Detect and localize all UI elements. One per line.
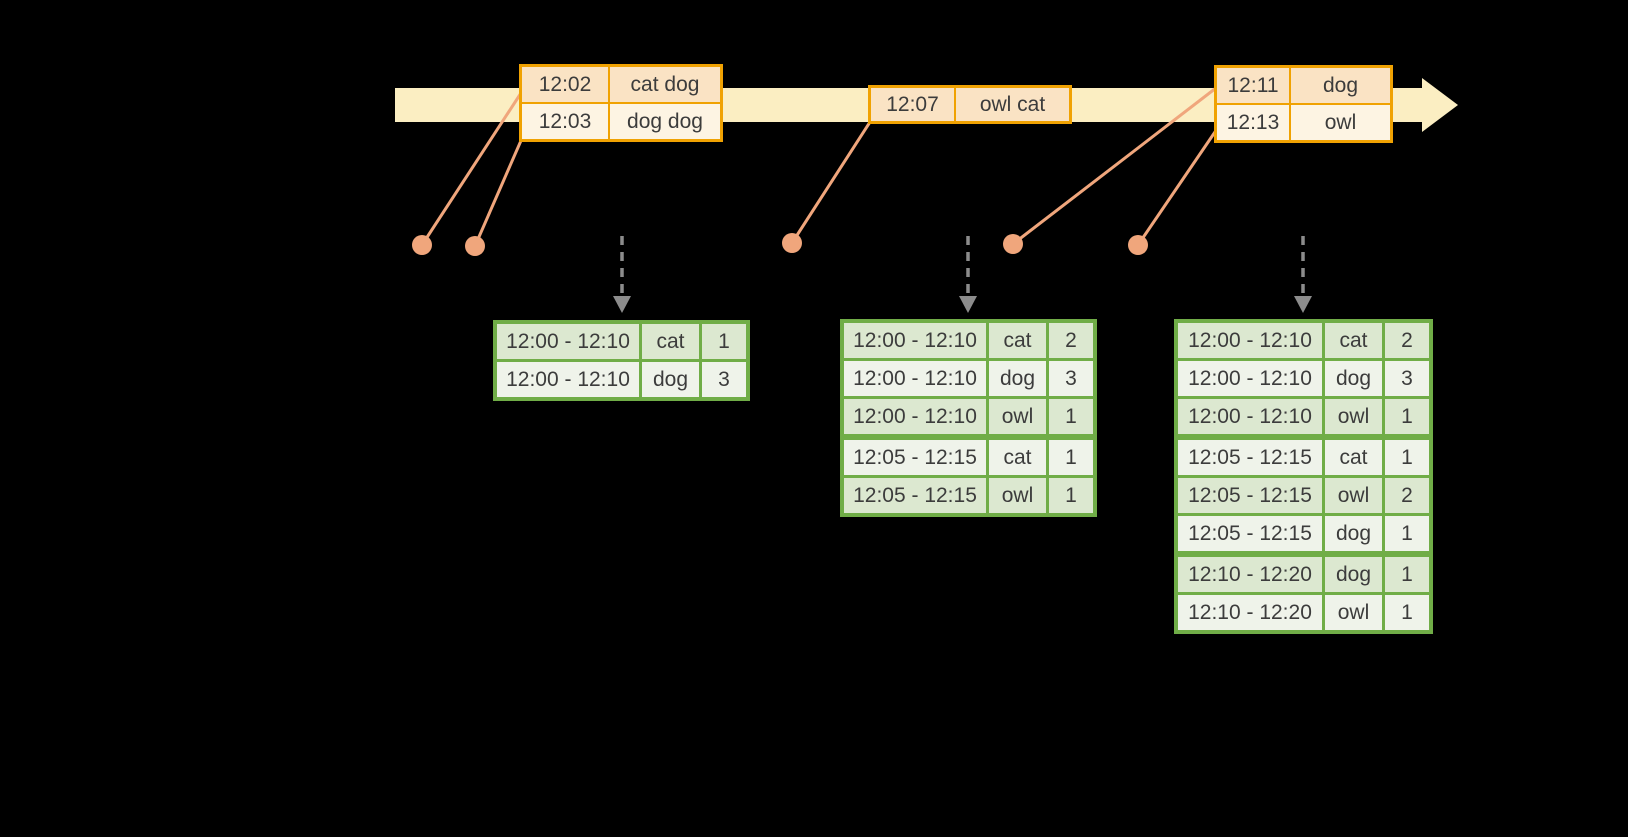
result-row: 12:05 - 12:15 owl 2 (1178, 478, 1429, 513)
event-table-2: 12:07 owl cat (868, 85, 1072, 124)
word-cell: cat (1325, 440, 1382, 475)
word-cell: cat (1325, 323, 1382, 358)
word-cell: dog (642, 362, 699, 397)
word-cell: cat (642, 324, 699, 359)
result-row: 12:00 - 12:10 cat 2 (1178, 323, 1429, 358)
count-cell: 2 (1049, 323, 1093, 358)
event-row: 12:02 cat dog (522, 67, 720, 102)
word-cell: cat (989, 323, 1046, 358)
result-row: 12:05 - 12:15 dog 1 (1178, 516, 1429, 551)
count-cell: 1 (1385, 440, 1429, 475)
count-cell: 1 (1385, 557, 1429, 592)
count-cell: 1 (1385, 516, 1429, 551)
word-cell: cat (989, 440, 1046, 475)
window-cell: 12:05 - 12:15 (1178, 516, 1322, 551)
window-cell: 12:00 - 12:10 (844, 399, 986, 434)
count-cell: 3 (1049, 361, 1093, 396)
word-cell: dog (1325, 557, 1382, 592)
event-words: cat dog (610, 67, 720, 102)
window-cell: 12:10 - 12:20 (1178, 595, 1322, 630)
result-row: 12:00 - 12:10 cat 2 (844, 323, 1093, 358)
window-cell: 12:00 - 12:10 (1178, 323, 1322, 358)
count-cell: 2 (1385, 478, 1429, 513)
word-cell: dog (989, 361, 1046, 396)
count-cell: 1 (1385, 399, 1429, 434)
event-words: dog dog (610, 104, 720, 139)
connector-line (790, 121, 872, 244)
word-cell: owl (989, 399, 1046, 434)
count-cell: 2 (1385, 323, 1429, 358)
connector-line (1136, 128, 1219, 246)
event-time: 12:07 (871, 88, 954, 121)
result-row: 12:00 - 12:10 dog 3 (844, 361, 1093, 396)
event-row: 12:03 dog dog (522, 104, 720, 139)
word-cell: owl (989, 478, 1046, 513)
word-cell: owl (1325, 478, 1382, 513)
window-cell: 12:05 - 12:15 (844, 478, 986, 513)
result-row: 12:00 - 12:10 cat 1 (497, 324, 746, 359)
event-words: dog (1291, 68, 1390, 103)
event-words: owl cat (956, 88, 1069, 121)
event-row: 12:07 owl cat (871, 88, 1069, 121)
result-row: 12:10 - 12:20 owl 1 (1178, 595, 1429, 630)
count-cell: 1 (1049, 478, 1093, 513)
event-dot-icon (1003, 234, 1023, 254)
window-cell: 12:00 - 12:10 (497, 324, 639, 359)
count-cell: 1 (1049, 440, 1093, 475)
arrowhead-icon (1294, 296, 1312, 313)
event-time: 12:03 (522, 104, 608, 139)
event-row: 12:11 dog (1217, 68, 1390, 103)
result-table-2: 12:00 - 12:10 cat 2 12:00 - 12:10 dog 3 … (840, 319, 1097, 517)
result-row: 12:10 - 12:20 dog 1 (1178, 557, 1429, 592)
word-cell: owl (1325, 399, 1382, 434)
result-row: 12:05 - 12:15 owl 1 (844, 478, 1093, 513)
event-row: 12:13 owl (1217, 105, 1390, 140)
event-time: 12:13 (1217, 105, 1289, 140)
arrowhead-icon (613, 296, 631, 313)
event-time: 12:11 (1217, 68, 1289, 103)
count-cell: 1 (702, 324, 746, 359)
count-cell: 1 (1049, 399, 1093, 434)
event-dots (412, 233, 1148, 256)
result-row: 12:00 - 12:10 owl 1 (844, 399, 1093, 434)
window-cell: 12:10 - 12:20 (1178, 557, 1322, 592)
event-dot-icon (465, 236, 485, 256)
result-row: 12:00 - 12:10 dog 3 (1178, 361, 1429, 396)
result-row: 12:05 - 12:15 cat 1 (844, 440, 1093, 475)
window-cell: 12:00 - 12:10 (844, 361, 986, 396)
word-cell: dog (1325, 361, 1382, 396)
event-dot-icon (412, 235, 432, 255)
event-table-1: 12:02 cat dog 12:03 dog dog (519, 64, 723, 142)
right-arrow-icon (1422, 78, 1458, 132)
arrowhead-icon (959, 296, 977, 313)
event-words: owl (1291, 105, 1390, 140)
window-cell: 12:00 - 12:10 (1178, 399, 1322, 434)
window-cell: 12:00 - 12:10 (1178, 361, 1322, 396)
result-table-1: 12:00 - 12:10 cat 1 12:00 - 12:10 dog 3 (493, 320, 750, 401)
window-cell: 12:00 - 12:10 (844, 323, 986, 358)
event-time: 12:02 (522, 67, 608, 102)
window-cell: 12:05 - 12:15 (1178, 478, 1322, 513)
count-cell: 3 (1385, 361, 1429, 396)
window-cell: 12:00 - 12:10 (497, 362, 639, 397)
word-cell: owl (1325, 595, 1382, 630)
result-table-3: 12:00 - 12:10 cat 2 12:00 - 12:10 dog 3 … (1174, 319, 1433, 634)
count-cell: 3 (702, 362, 746, 397)
event-dot-icon (782, 233, 802, 253)
connector-line (473, 135, 525, 247)
count-cell: 1 (1385, 595, 1429, 630)
event-table-3: 12:11 dog 12:13 owl (1214, 65, 1393, 143)
window-cell: 12:05 - 12:15 (844, 440, 986, 475)
result-row: 12:00 - 12:10 owl 1 (1178, 399, 1429, 434)
result-row: 12:05 - 12:15 cat 1 (1178, 440, 1429, 475)
window-cell: 12:05 - 12:15 (1178, 440, 1322, 475)
event-dot-icon (1128, 235, 1148, 255)
result-row: 12:00 - 12:10 dog 3 (497, 362, 746, 397)
word-cell: dog (1325, 516, 1382, 551)
trigger-arrows (613, 236, 1312, 313)
